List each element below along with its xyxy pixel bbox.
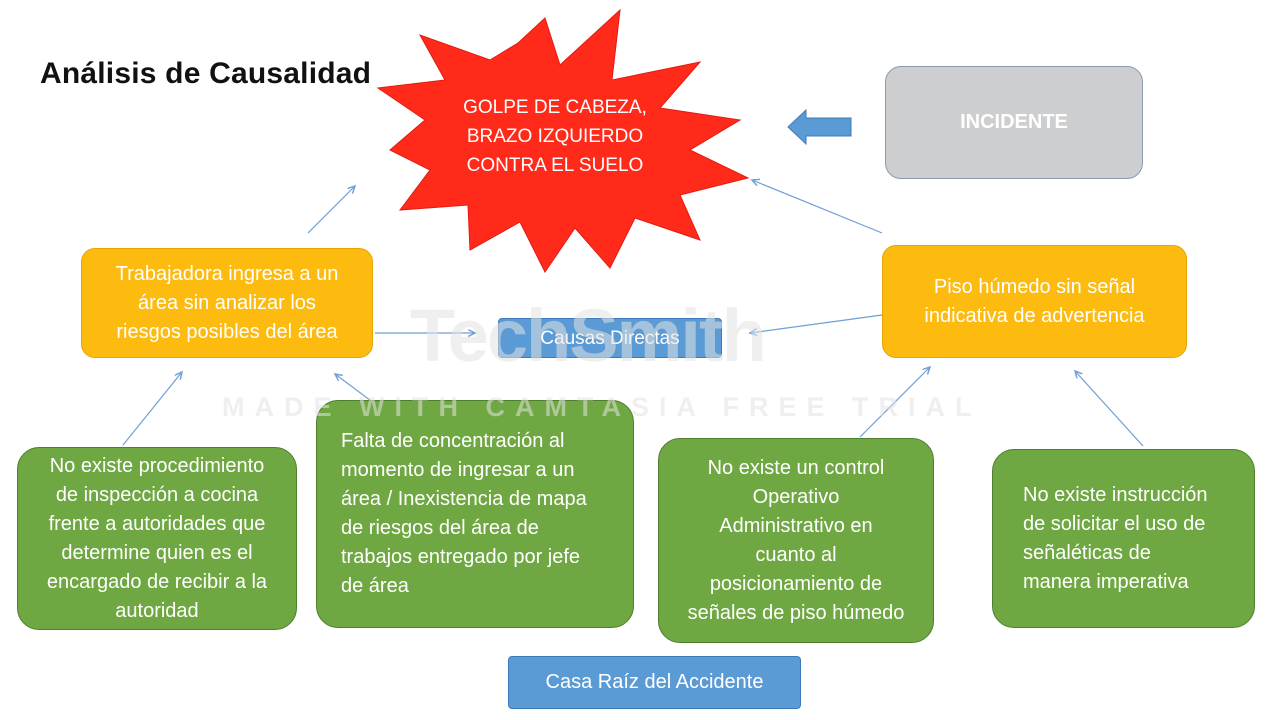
event-text: GOLPE DE CABEZA, BRAZO IZQUIERDO CONTRA … [445,92,665,180]
direct-causes-label-text: Causas Directas [540,327,680,349]
root-cause-4: No existe instrucción de solicitar el us… [992,449,1255,628]
incident-arrow-icon [787,108,852,146]
connector-floor-event [752,180,883,234]
root-cause-1: No existe procedimiento de inspección a … [17,447,297,630]
root-cause-2: Falta de concentración al momento de ing… [316,400,634,628]
event-starburst [376,8,750,273]
root-cause-3: No existe un control Operativo Administr… [658,438,934,643]
incident-box: INCIDENTE [885,66,1143,179]
connector-worker-event [307,186,355,234]
connector-root1 [122,372,182,446]
connector-root3 [859,367,930,438]
direct-causes-label: Causas Directas [498,318,722,358]
direct-cause-worker: Trabajadora ingresa a un área sin analiz… [81,248,373,358]
root-cause-3-text: No existe un control Operativo Administr… [687,456,905,624]
page-title: Análisis de Causalidad [40,57,372,90]
root-cause-1-text: No existe procedimiento de inspección a … [46,454,268,622]
incident-label: INCIDENTE [960,111,1068,133]
direct-cause-floor: Piso húmedo sin señal indicativa de adve… [882,245,1187,358]
direct-cause-floor-text: Piso húmedo sin señal indicativa de adve… [924,275,1145,327]
event-label: GOLPE DE CABEZA, BRAZO IZQUIERDO CONTRA … [463,96,647,176]
connector-floor-label [750,314,883,333]
root-cause-label: Casa Raíz del Accidente [508,656,801,709]
root-cause-2-text: Falta de concentración al momento de ing… [341,430,587,597]
direct-cause-worker-text: Trabajadora ingresa a un área sin analiz… [115,262,339,343]
root-cause-4-text: No existe instrucción de solicitar el us… [1023,483,1208,593]
root-cause-label-text: Casa Raíz del Accidente [545,671,764,693]
connector-root4 [1075,371,1144,447]
